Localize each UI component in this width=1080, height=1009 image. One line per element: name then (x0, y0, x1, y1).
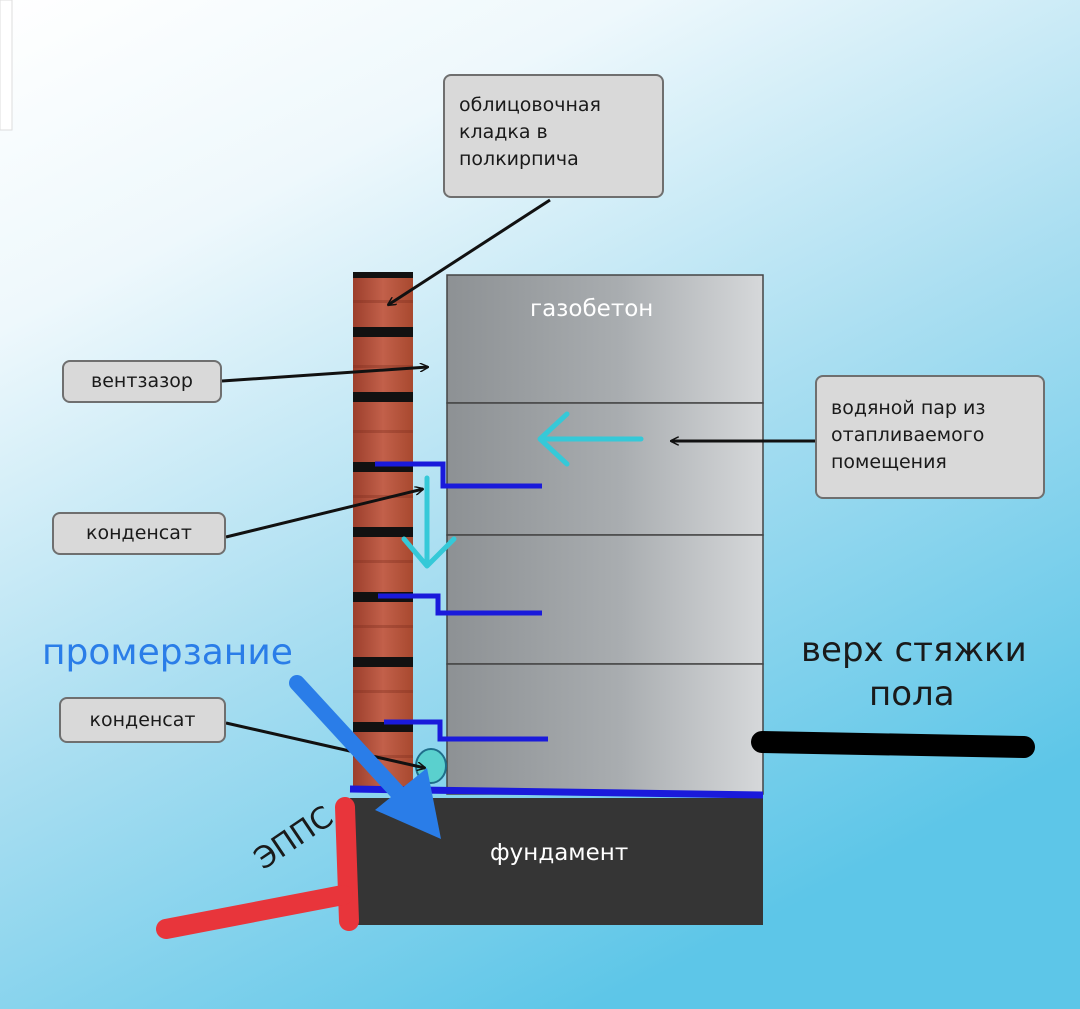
cladding-label-line-3: полкирпича (459, 148, 579, 170)
foundation-label: фундамент (490, 840, 629, 866)
vapor-label-line-3: помещения (831, 451, 947, 473)
vapor-label-line-1: водяной пар из (831, 397, 986, 419)
xps-insulation-mark (156, 797, 359, 939)
aerated-concrete-label: газобетон (530, 296, 654, 322)
aerated-concrete-wall (446, 274, 764, 795)
cladding-label-line-2: кладка в (459, 121, 548, 143)
vent-gap-callout: вентзазор (62, 360, 222, 403)
floor-screed-top-line (751, 731, 1035, 758)
vapor-callout: водяной пар из отапливаемого помещения (815, 375, 1045, 499)
freezing-arrow-icon (289, 675, 441, 839)
condensate-label-1: конденсат (86, 522, 192, 544)
floor-screed-label-line-1: верх стяжки (801, 630, 1027, 670)
cladding-callout: облицовочная кладка в полкирпича (443, 74, 664, 198)
condensate-callout-2: конденсат (59, 697, 226, 743)
freezing-label: промерзание (42, 632, 293, 673)
vent-gap-label: вентзазор (91, 370, 193, 392)
floor-screed-label-line-2: пола (869, 674, 955, 714)
condensate-callout-1: конденсат (52, 512, 226, 555)
leader-lines (221, 198, 815, 768)
vapor-flow-arrows (401, 411, 644, 569)
cladding-label-line-1: облицовочная (459, 94, 601, 116)
brick-cladding (353, 272, 413, 787)
vapor-label-line-2: отапливаемого (831, 424, 985, 446)
condensate-label-2: конденсат (89, 708, 196, 731)
left-edge-panel (0, 0, 13, 131)
wall-ties (375, 461, 548, 742)
